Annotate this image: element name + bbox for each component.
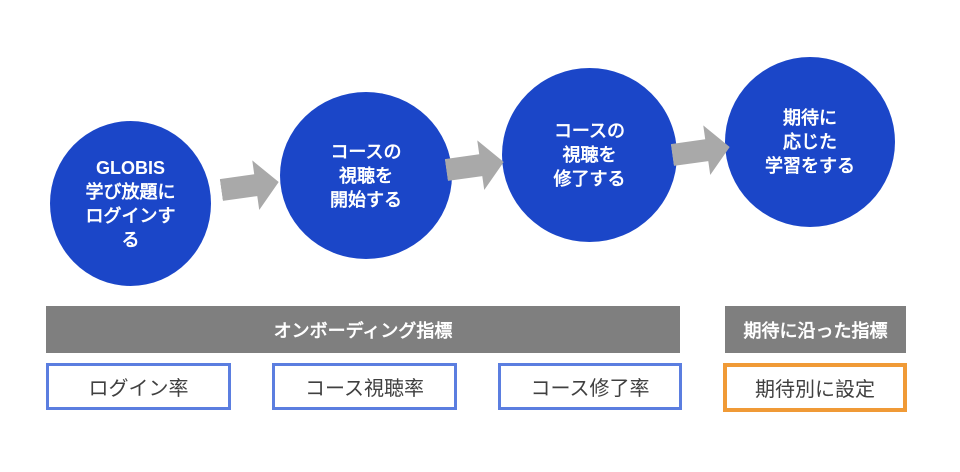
flow-step-login: GLOBIS 学び放題に ログインす る xyxy=(50,121,211,286)
right-arrow-icon xyxy=(669,122,733,180)
band-expectation-metrics-label: 期待に沿った指標 xyxy=(743,320,888,341)
band-onboarding-metrics: オンボーディング指標 xyxy=(46,306,680,353)
flow-step-start-viewing: コースの 視聴を 開始する xyxy=(280,92,452,259)
flow-step-complete-viewing: コースの 視聴を 修了する xyxy=(502,68,677,242)
metric-course-viewing-rate-label: コース視聴率 xyxy=(305,378,424,400)
metric-course-completion-rate: コース修了率 xyxy=(498,363,682,410)
metric-login-rate-label: ログイン率 xyxy=(88,378,189,400)
flow-step-expected-learning-label: 期待に 応じた 学習をする xyxy=(765,108,855,176)
band-onboarding-metrics-label: オンボーディング指標 xyxy=(273,320,453,341)
flow-step-start-viewing-label: コースの 視聴を 開始する xyxy=(330,141,402,210)
metric-course-completion-rate-label: コース修了率 xyxy=(530,378,650,400)
flow-step-expected-learning: 期待に 応じた 学習をする xyxy=(725,57,895,227)
band-expectation-metrics: 期待に沿った指標 xyxy=(725,306,906,353)
right-arrow-icon xyxy=(443,137,507,195)
metric-login-rate: ログイン率 xyxy=(46,363,231,410)
metric-set-by-expectation-label: 期待別に設定 xyxy=(755,379,875,401)
right-arrow-icon xyxy=(218,157,282,215)
metric-course-viewing-rate: コース視聴率 xyxy=(272,363,457,410)
flow-step-login-label: GLOBIS 学び放題に ログインす る xyxy=(85,157,176,250)
flow-step-complete-viewing-label: コースの 視聴を 修了する xyxy=(553,121,626,189)
metric-set-by-expectation: 期待別に設定 xyxy=(723,363,907,412)
